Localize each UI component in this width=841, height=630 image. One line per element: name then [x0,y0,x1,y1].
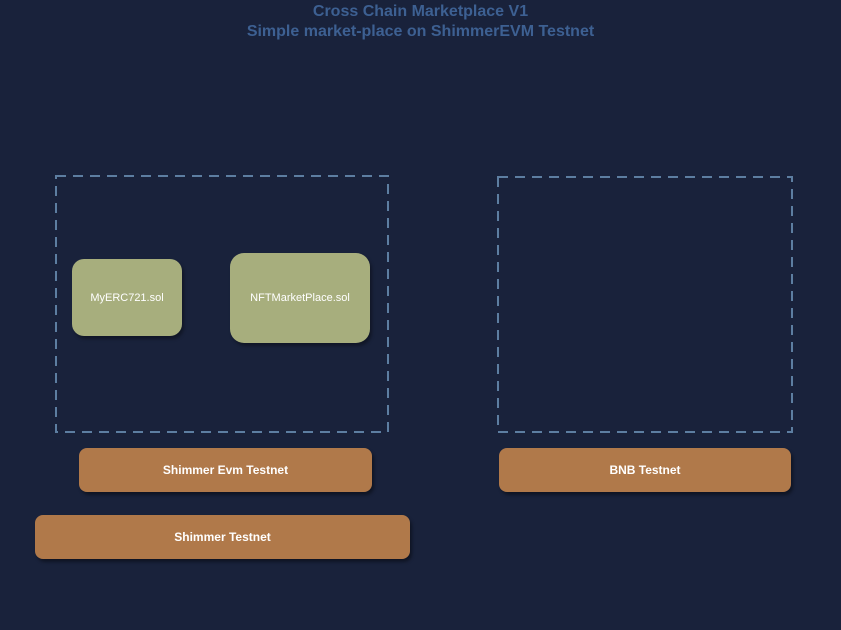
contract-node-label: MyERC721.sol [90,291,164,304]
dashed-border-rect [497,176,793,433]
contract-node-myerc721[interactable]: MyERC721.sol [72,259,182,336]
contract-node-label: NFTMarketPlace.sol [250,292,350,304]
group-shimmer-evm-contracts-area[interactable] [55,175,389,433]
diagram-heading: Cross Chain Marketplace V1 Simple market… [0,2,841,42]
network-node-bnb-testnet[interactable]: BNB Testnet [499,448,791,492]
network-node-shimmer-testnet[interactable]: Shimmer Testnet [35,515,410,559]
group-bnb-contracts-area[interactable] [497,176,793,433]
page-title: Cross Chain Marketplace V1 [312,3,529,20]
network-node-label: Shimmer Testnet [174,530,271,544]
network-node-label: Shimmer Evm Testnet [162,463,289,477]
network-node-shimmer-evm-testnet[interactable]: Shimmer Evm Testnet [79,448,372,492]
page-subtitle: Simple market-place on ShimmerEVM Testne… [246,23,595,40]
contract-node-nftmarketplace[interactable]: NFTMarketPlace.sol [230,253,370,343]
network-node-label: BNB Testnet [609,463,681,477]
dashed-border-rect [55,175,389,433]
